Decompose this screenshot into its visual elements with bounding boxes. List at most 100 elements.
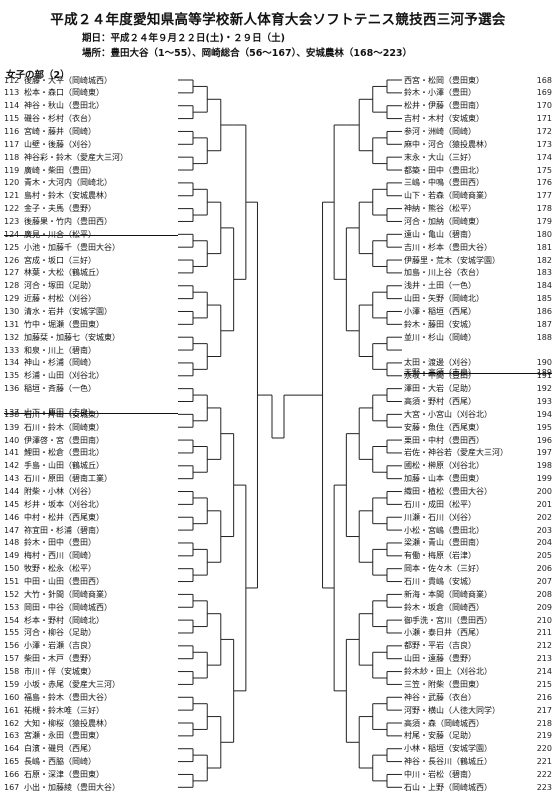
entry-number: 222 — [536, 769, 552, 779]
entry-number: 162 — [4, 718, 20, 728]
entry-number: 119 — [4, 165, 20, 175]
entry-name: 高須・野村（西尾） — [404, 397, 476, 406]
entry-number: 161 — [4, 705, 20, 715]
entry-number: 134 — [4, 358, 20, 368]
entry-number: 129 — [4, 294, 20, 304]
entry-number: 175 — [536, 165, 552, 175]
entry-number: 171 — [536, 114, 552, 124]
entry-number: 117 — [4, 139, 20, 149]
entry-number: 217 — [536, 705, 552, 715]
entry-name: 清水・岩井（安城学園） — [24, 306, 112, 316]
entry-number: 121 — [4, 191, 20, 201]
entry-number: 166 — [4, 769, 20, 779]
entry-name: 河合・塚田（足助） — [24, 281, 96, 291]
left-entry: 156 小澤・岩瀬（吉良） — [4, 640, 178, 651]
entry-name: 鈴木・藤田（安城） — [404, 319, 476, 329]
entry-name: 有働・梅原（岩津） — [404, 551, 476, 561]
entry-name: 磯谷・杉村（衣台） — [24, 114, 96, 124]
entry-name: 加藤・山本（豊田東） — [404, 474, 484, 484]
entry-name: 祐槻・鈴木唯（三好） — [24, 705, 104, 715]
entry-number: 205 — [536, 551, 552, 561]
entry-number: 126 — [4, 255, 20, 265]
entry-number: 132 — [4, 332, 20, 342]
entry-name: 小澤・岩瀬（吉良） — [24, 641, 96, 651]
entry-name: 竹中・堀瀬（豊田東） — [24, 319, 104, 329]
entry-number: 223 — [536, 782, 552, 792]
entry-number: 114 — [4, 101, 20, 111]
entry-name: 麻中・河合（猿投農林） — [404, 139, 492, 149]
entry-number: 125 — [4, 242, 20, 252]
event-date: 期日：平成２４年９月２２日(土)・２９日（土) — [82, 33, 286, 44]
entry-name: 牧野・松永（松平） — [24, 564, 96, 574]
entry-number: 118 — [4, 152, 20, 162]
entry-name: 近藤・村松（刈谷） — [24, 294, 96, 304]
entry-name: 手島・山田（鶴城丘） — [24, 461, 104, 471]
entry-name: 石川・片山（安城東） — [24, 409, 104, 419]
entry-number: 115 — [4, 114, 20, 124]
entry-number: 197 — [536, 448, 552, 458]
entry-number: 221 — [536, 757, 552, 767]
entry-name: 織田・植松（豊田大谷） — [404, 487, 492, 497]
entry-number: 139 — [4, 422, 20, 432]
entry-number: 195 — [536, 422, 552, 432]
entry-name: 國松・榊原（刈谷北） — [404, 461, 484, 471]
entry-name: 小松・宮嶋（豊田北） — [404, 525, 484, 535]
entry-number: 156 — [4, 641, 20, 651]
entry-name: 祢宜田・杉浦（碧南） — [24, 525, 104, 535]
entry-name: 金子・夫馬（豊野） — [24, 204, 96, 214]
entry-number: 180 — [536, 229, 552, 239]
entry-name: 永坂・中間（豊田） — [404, 371, 476, 381]
entry-number: 191 — [536, 371, 552, 381]
entry-name: 鈴木・坂倉（岡崎西） — [404, 602, 484, 612]
entry-number: 141 — [4, 448, 20, 458]
entry-number: 196 — [536, 435, 552, 445]
entry-number: 184 — [536, 281, 552, 291]
entry-name: 中川・岩松（碧南） — [404, 769, 476, 779]
entry-number: 128 — [4, 281, 20, 291]
entry-name: 小出・加藤綾（豊田大谷） — [24, 782, 120, 792]
entry-name: 長嶋・西脇（岡崎） — [24, 757, 96, 767]
entry-number: 176 — [536, 178, 552, 188]
entry-name: 鈴木紗・田上（刈谷北） — [404, 667, 492, 677]
entry-number: 151 — [4, 577, 20, 587]
entry-number: 153 — [4, 602, 20, 612]
entry-name: 澤田・大岩（足助） — [404, 384, 476, 394]
left-entry: 128 河合・塚田（足助） — [4, 280, 178, 291]
entry-number: 123 — [4, 216, 20, 226]
entry-name: 宮成・坂口（三好） — [24, 255, 96, 265]
entry-number: 146 — [4, 512, 20, 522]
entry-number: 212 — [536, 641, 552, 651]
entry-name: 石川・原田（碧南工業） — [24, 474, 112, 484]
